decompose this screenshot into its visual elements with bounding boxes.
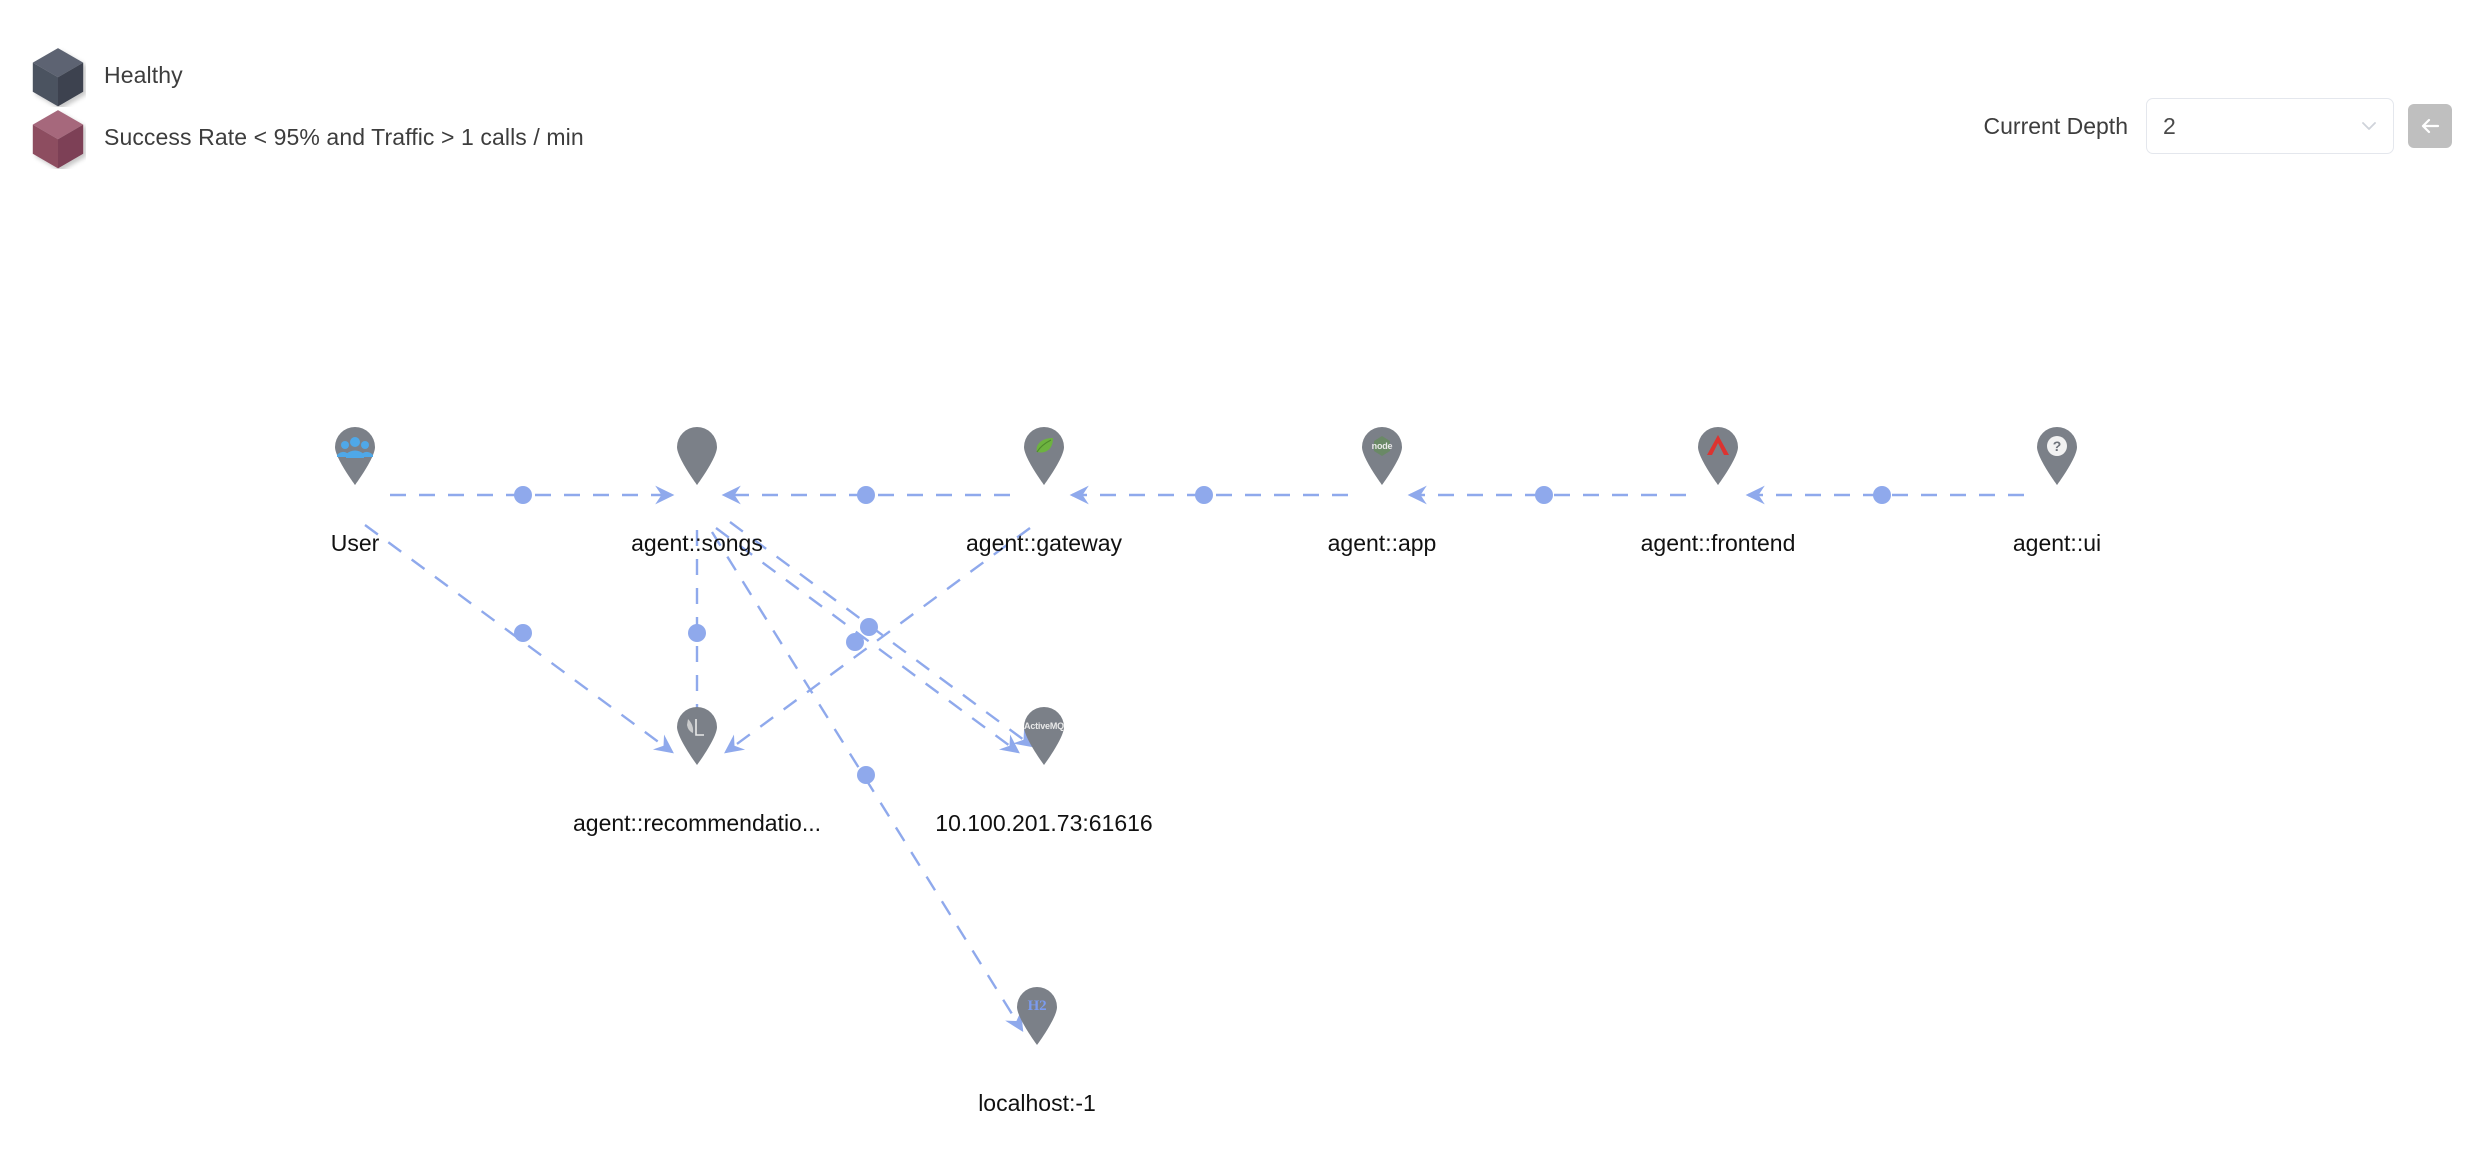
question-icon: ? bbox=[2034, 427, 2080, 486]
node-label: agent::ui bbox=[2012, 530, 2102, 556]
node-label: agent::frontend bbox=[1640, 530, 1796, 556]
node-label: agent::gateway bbox=[965, 530, 1123, 556]
angular-icon bbox=[1695, 427, 1741, 486]
node-label: agent::app bbox=[1327, 530, 1437, 556]
edge-gateway-recs bbox=[724, 527, 1031, 754]
nodejs-pin-text: node bbox=[1371, 441, 1393, 451]
cube-icon bbox=[30, 47, 86, 107]
back-button[interactable] bbox=[2408, 104, 2452, 148]
edge-dot bbox=[688, 624, 706, 642]
h2-pin-text: H2 bbox=[1027, 998, 1047, 1014]
edge-songs-local bbox=[710, 531, 1024, 1033]
edge-dot bbox=[857, 486, 875, 504]
cube-icon bbox=[30, 109, 86, 169]
legend-label-unhealthy: Success Rate < 95% and Traffic > 1 calls… bbox=[104, 123, 584, 150]
current-depth-label: Current Depth bbox=[1983, 112, 2128, 139]
activemq-icon: ActiveMQ bbox=[1021, 707, 1067, 766]
node-label: User bbox=[330, 530, 380, 556]
edge-dot bbox=[857, 766, 875, 784]
jdbc-icon bbox=[674, 707, 720, 766]
arrow-left-icon bbox=[2418, 114, 2442, 138]
nodejs-icon: node bbox=[1359, 427, 1405, 486]
node-label: localhost:-1 bbox=[978, 1090, 1096, 1116]
edge-dot bbox=[514, 486, 532, 504]
h2-icon: H2 bbox=[1014, 987, 1060, 1046]
blank-icon bbox=[674, 427, 720, 486]
chevron-down-icon bbox=[2359, 116, 2379, 136]
activemq-pin-text: ActiveMQ bbox=[1024, 721, 1064, 731]
legend: Healthy Success Rate < 95% and Traffic >… bbox=[30, 44, 584, 169]
node-label: 10.100.201.73:61616 bbox=[935, 810, 1153, 836]
legend-label-healthy: Healthy bbox=[104, 61, 183, 88]
legend-item-unhealthy: Success Rate < 95% and Traffic > 1 calls… bbox=[30, 106, 584, 169]
legend-item-healthy: Healthy bbox=[30, 44, 584, 107]
edge-dot bbox=[1873, 486, 1891, 504]
depth-select-value: 2 bbox=[2163, 112, 2176, 139]
edge-user-recs bbox=[364, 524, 674, 754]
edge-dot bbox=[846, 633, 864, 651]
svg-text:?: ? bbox=[2053, 438, 2062, 454]
node-label: agent::songs bbox=[631, 530, 763, 556]
edge-dot bbox=[1535, 486, 1553, 504]
leaf-icon bbox=[1021, 427, 1067, 486]
edge-dot bbox=[860, 618, 878, 636]
node-label: agent::recommendatio... bbox=[572, 810, 822, 836]
users-icon bbox=[332, 427, 378, 486]
depth-select[interactable]: 2 bbox=[2146, 98, 2394, 154]
edge-dot bbox=[1195, 486, 1213, 504]
depth-controls: Current Depth 2 bbox=[1984, 98, 2452, 154]
edge-dot bbox=[514, 624, 532, 642]
edge-songs-amq-a bbox=[715, 527, 1020, 754]
